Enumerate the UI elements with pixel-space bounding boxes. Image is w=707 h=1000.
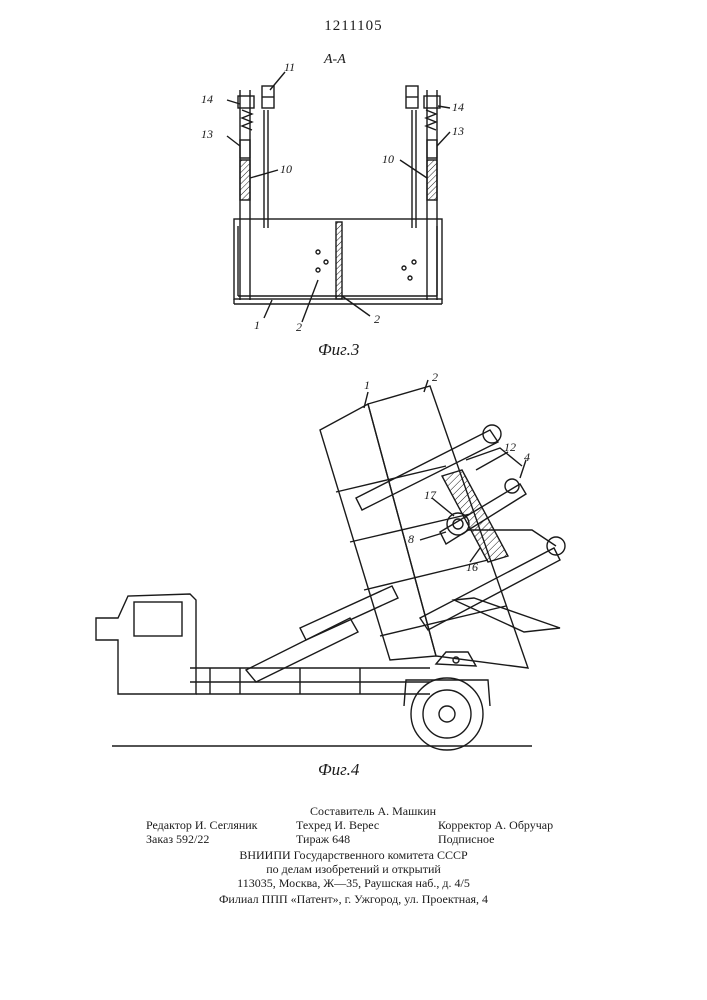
fig4-label-17: 17 [424, 488, 436, 503]
fig4-label-12: 12 [504, 440, 516, 455]
fig4-label-16: 16 [466, 560, 478, 575]
fig4-label-4: 4 [524, 450, 530, 465]
imprint-editor: Редактор И. Сегляник [146, 818, 258, 833]
imprint-subscription: Подписное [438, 832, 495, 847]
imprint-compiler: Составитель А. Машкин [310, 804, 436, 819]
fig4-label-2: 2 [432, 370, 438, 385]
imprint-org-line1: ВНИИПИ Государственного комитета СССР [0, 848, 707, 863]
imprint-tech-editor: Техред И. Верес [296, 818, 379, 833]
imprint-corrector: Корректор А. Обручар [438, 818, 553, 833]
imprint-circulation: Тираж 648 [296, 832, 350, 847]
fig4-caption: Фиг.4 [318, 760, 359, 780]
fig4-label-1: 1 [364, 378, 370, 393]
imprint-branch: Филиал ППП «Патент», г. Ужгород, ул. Про… [0, 892, 707, 907]
imprint-address: 113035, Москва, Ж—35, Раушская наб., д. … [0, 876, 707, 891]
imprint-org-line2: по делам изобретений и открытий [0, 862, 707, 877]
imprint-order: Заказ 592/22 [146, 832, 209, 847]
fig4-label-8: 8 [408, 532, 414, 547]
